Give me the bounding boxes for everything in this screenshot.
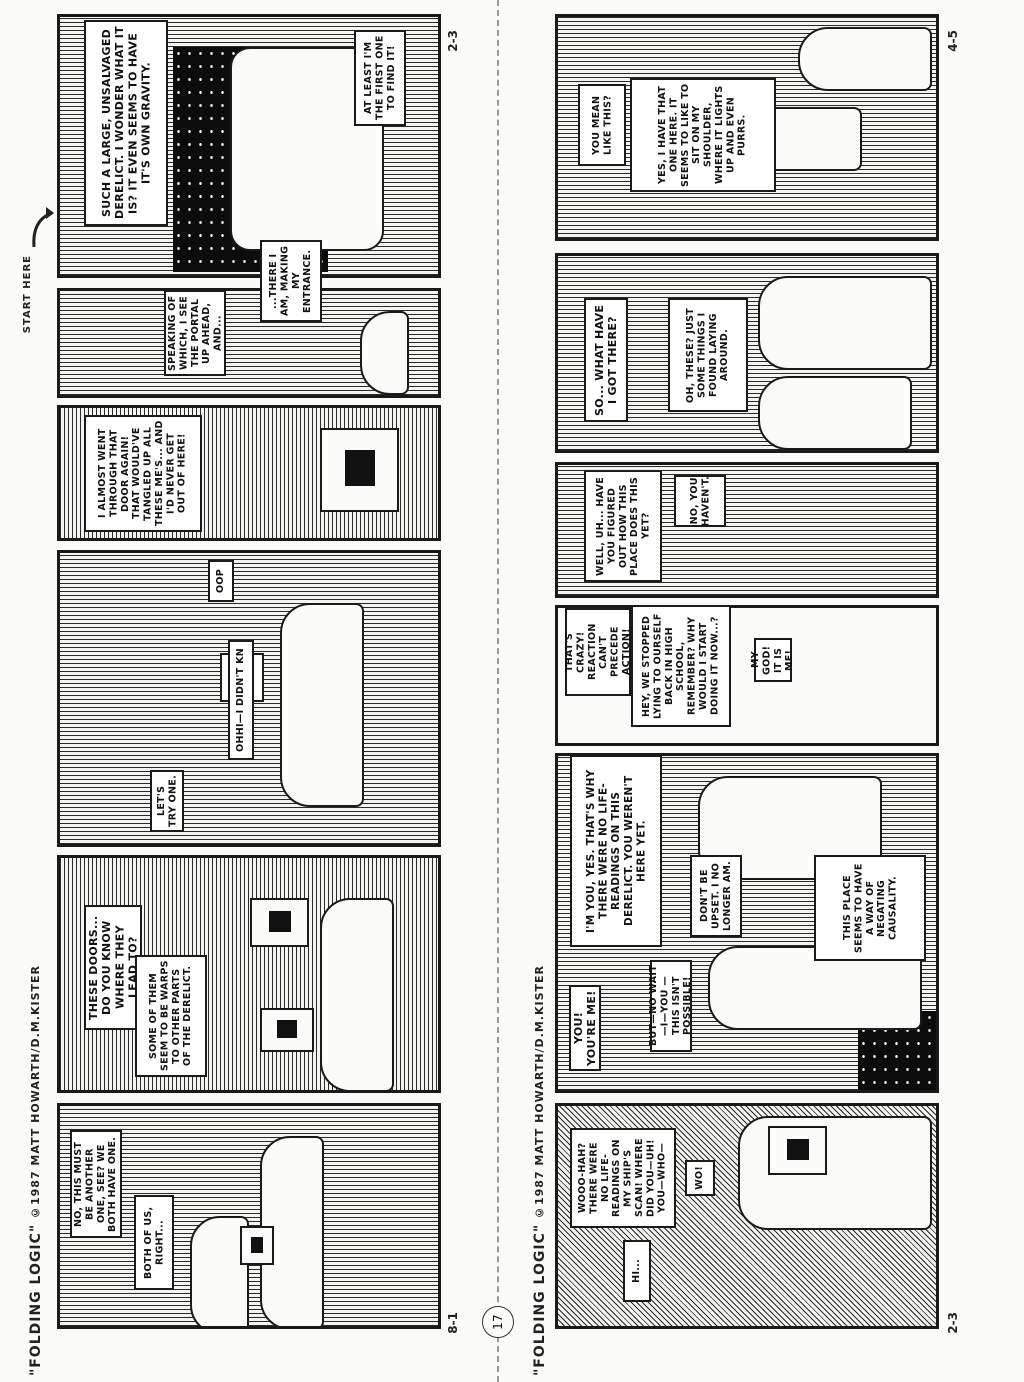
speech-bubble: MY GOD! IT IS ME! — [750, 638, 795, 682]
speech-bubble: WELL, UH... HAVE YOU FIGURED OUT HOW THI… — [584, 470, 662, 582]
speech-bubble: WO! — [685, 1160, 715, 1196]
speech-bubble: NO, YOU HAVEN'T. — [674, 475, 726, 527]
speech-bubble: THAT'S CRAZY! REACTION CAN'T PRECEDE ACT… — [564, 608, 632, 696]
speech-bubble: HI... — [623, 1240, 651, 1302]
strip-code: 8-1 — [446, 1312, 460, 1334]
speech-bubble: YES, I HAVE THAT ONE HERE. IT SEEMS TO L… — [630, 78, 776, 192]
speech-bubble: NO, THIS MUST BE ANOTHER ONE, SEE? WE BO… — [70, 1130, 122, 1238]
speech-bubble: YOU MEAN LIKE THIS? — [578, 84, 626, 166]
speech-bubble: AT LEAST I'M THE FIRST ONE TO FIND IT! — [354, 30, 406, 126]
speech-bubble: I ALMOST WENT THROUGH THAT DOOR AGAIN! T… — [84, 415, 202, 532]
speech-bubble: ...THERE I AM, MAKING MY ENTRANCE. — [260, 240, 322, 322]
speech-bubble: SO... WHAT HAVE I GOT THERE? — [584, 298, 628, 422]
fold-line — [497, 0, 499, 1382]
speech-bubble: BUT—NO WAIT—I—YOU —THIS ISN'T POSSIBLE! — [648, 960, 693, 1052]
speech-bubble: LET'S TRY ONE. — [150, 770, 184, 832]
strip-credit: "FOLDING LOGIC" ©1987 MATT HOWARTH/D.M.K… — [532, 965, 548, 1377]
speech-bubble: OHHI—I DIDN'T KN — [228, 640, 254, 760]
speech-bubble: I'M YOU, YES. THAT'S WHY THERE WERE NO L… — [570, 755, 662, 947]
strip-code: 2-3 — [946, 1312, 960, 1334]
strip-code: 2-3 — [446, 30, 460, 52]
page-number: 17 — [482, 1306, 514, 1338]
comic-panel — [57, 288, 441, 398]
comic-panel — [57, 1103, 441, 1329]
speech-bubble: HEY, WE STOPPED LYING TO OURSELF BACK IN… — [631, 605, 731, 727]
speech-bubble: WOOO-HAH? THERE WERE NO LIFE-READINGS ON… — [570, 1128, 676, 1228]
speech-bubble: OOP — [208, 560, 234, 602]
speech-bubble: BOTH OF US, RIGHT... — [134, 1195, 174, 1290]
speech-bubble: THESE DOORS... DO YOU KNOW WHERE THEY LE… — [84, 905, 142, 1030]
strip-code: 4-5 — [946, 30, 960, 52]
speech-bubble: SOME OF THEM SEEM TO BE WARPS TO OTHER P… — [135, 955, 207, 1077]
speech-bubble: THIS PLACE SEEMS TO HAVE A WAY OF NEGATI… — [814, 855, 926, 961]
speech-bubble: SUCH A LARGE, UNSALVAGED DERELICT. I WON… — [84, 20, 168, 226]
speech-bubble: YOU! YOU'RE ME! — [569, 985, 601, 1071]
arrow-icon — [32, 207, 54, 248]
speech-bubble: DON'T BE UPSET. I NO LONGER AM. — [690, 855, 742, 937]
strip-credit: "FOLDING LOGIC" ©1987 MATT HOWARTH/D.M.K… — [28, 965, 44, 1377]
start-here-label: START HERE — [22, 255, 33, 334]
speech-bubble: SPEAKING OF WHICH, I SEE THE PORTAL UP A… — [164, 290, 226, 376]
speech-bubble: OH, THESE? JUST SOME THINGS I FOUND LAYI… — [668, 298, 748, 412]
